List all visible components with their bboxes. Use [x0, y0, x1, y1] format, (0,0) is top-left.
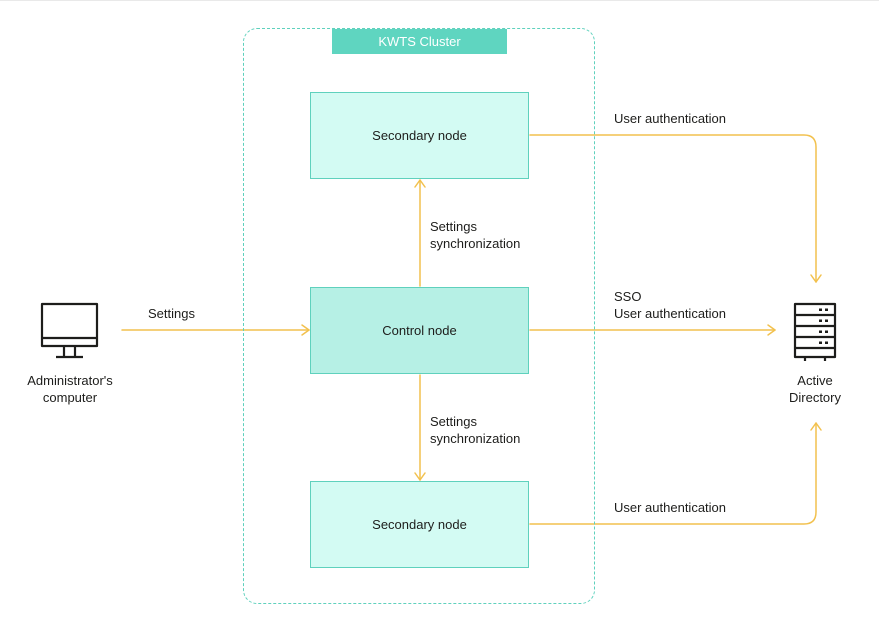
auth-bottom-label: User authentication: [614, 500, 727, 515]
arrow-auth-bottom: [529, 422, 817, 525]
arrowhead-sync-down: [414, 472, 426, 481]
control-node: Control node: [310, 287, 529, 374]
active-directory-label: Active Directory: [775, 372, 855, 406]
secondary-node-bottom-label: Secondary node: [372, 517, 467, 532]
arrowhead-settings: [301, 324, 310, 336]
sso-label: SSO User authentication: [614, 288, 726, 322]
ad-line2: Directory: [788, 390, 841, 405]
arrowhead-sync-up: [414, 179, 426, 188]
admin-computer-label: Administrator's computer: [14, 372, 126, 406]
arrowhead-auth-bottom: [810, 422, 822, 431]
sso-line1: SSO: [614, 289, 642, 304]
arrow-auth-top: [529, 134, 817, 283]
arrowhead-auth-top: [810, 274, 822, 283]
secondary-node-bottom: Secondary node: [310, 481, 529, 568]
sync-up-line2: synchronization: [430, 236, 521, 251]
sync-up-label: Settings synchronization: [430, 218, 520, 252]
admin-line2: computer: [42, 390, 98, 405]
settings-label: Settings: [148, 306, 195, 321]
secondary-node-top: Secondary node: [310, 92, 529, 179]
cluster-title: KWTS Cluster: [332, 29, 507, 54]
server-rack-icon: [793, 302, 837, 361]
secondary-node-top-label: Secondary node: [372, 128, 467, 143]
sync-down-line2: synchronization: [430, 431, 521, 446]
control-node-label: Control node: [382, 323, 457, 338]
sso-line2: User authentication: [614, 306, 727, 321]
top-rule: [0, 0, 879, 1]
monitor-icon: [40, 302, 99, 359]
admin-line1: Administrator's: [27, 373, 113, 388]
kwts-cluster-boundary: [243, 28, 595, 604]
sync-down-label: Settings synchronization: [430, 413, 520, 447]
ad-line1: Active: [797, 373, 833, 388]
arrowhead-sso: [767, 324, 776, 336]
sync-up-line1: Settings: [430, 219, 477, 234]
sync-down-line1: Settings: [430, 414, 477, 429]
auth-top-label: User authentication: [614, 111, 727, 126]
